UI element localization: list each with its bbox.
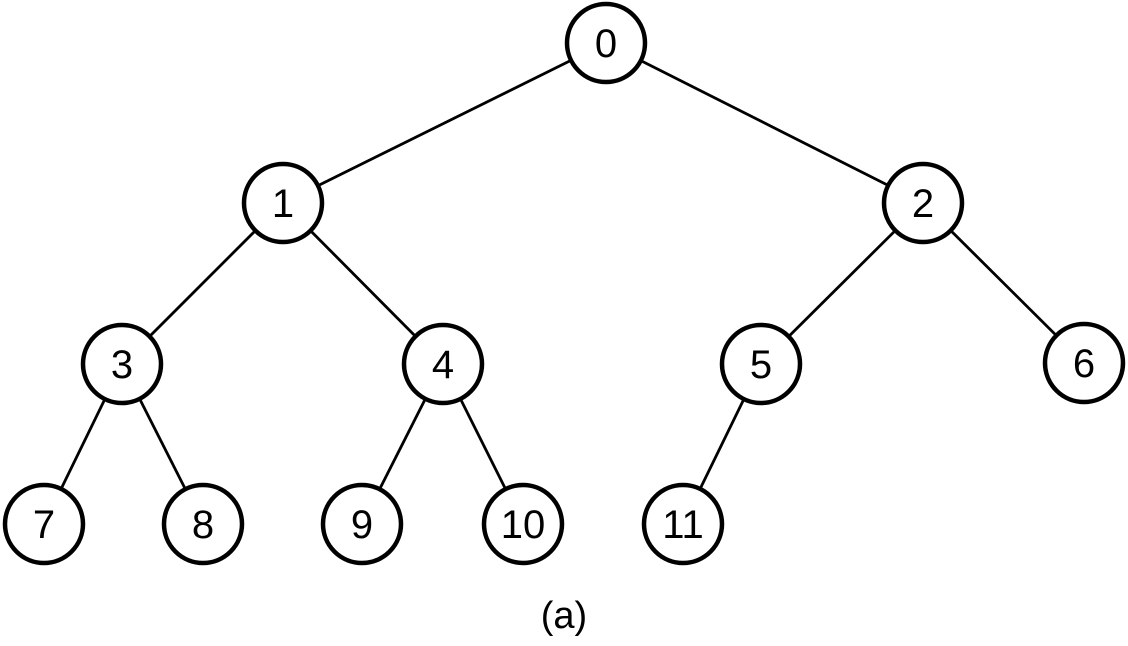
tree-node-circle [881,161,965,245]
tree-node-circle [320,482,404,566]
tree-node-7: 7 [2,482,86,566]
figure-caption: (a) [540,595,588,637]
tree-node-label: 10 [501,503,546,547]
tree-node-5: 5 [719,322,803,406]
tree-node-label: 5 [750,343,772,387]
tree-node-label: 3 [111,343,133,387]
tree-node-circle [719,322,803,406]
tree-edge-0-2 [605,41,924,205]
tree-node-label: 8 [192,503,214,547]
tree-node-label: 1 [272,182,294,226]
tree-node-circle [641,482,725,566]
tree-node-4: 4 [401,322,485,406]
tree-node-label: 7 [33,503,55,547]
tree-node-label: 9 [351,503,373,547]
tree-edge-0-1 [282,41,607,205]
tree-node-6: 6 [1042,321,1126,405]
tree-node-9: 9 [320,482,404,566]
tree-node-1: 1 [241,161,325,245]
tree-node-3: 3 [80,322,164,406]
tree-node-10: 10 [481,482,565,566]
tree-node-circle [401,322,485,406]
tree-node-label: 4 [432,343,454,387]
tree-node-0: 0 [564,1,648,85]
tree-node-circle [80,322,164,406]
tree-node-circle [564,1,648,85]
tree-node-2: 2 [881,161,965,245]
tree-node-circle [1042,321,1126,405]
tree-node-label: 6 [1073,342,1095,386]
tree-node-8: 8 [161,482,245,566]
tree-node-circle [161,482,245,566]
tree-node-11: 11 [641,482,725,566]
tree-node-label: 0 [595,22,617,66]
tree-node-circle [2,482,86,566]
tree-node-label: 11 [662,503,704,547]
tree-node-circle [481,482,565,566]
tree-node-label: 2 [912,182,934,226]
tree-node-circle [241,161,325,245]
